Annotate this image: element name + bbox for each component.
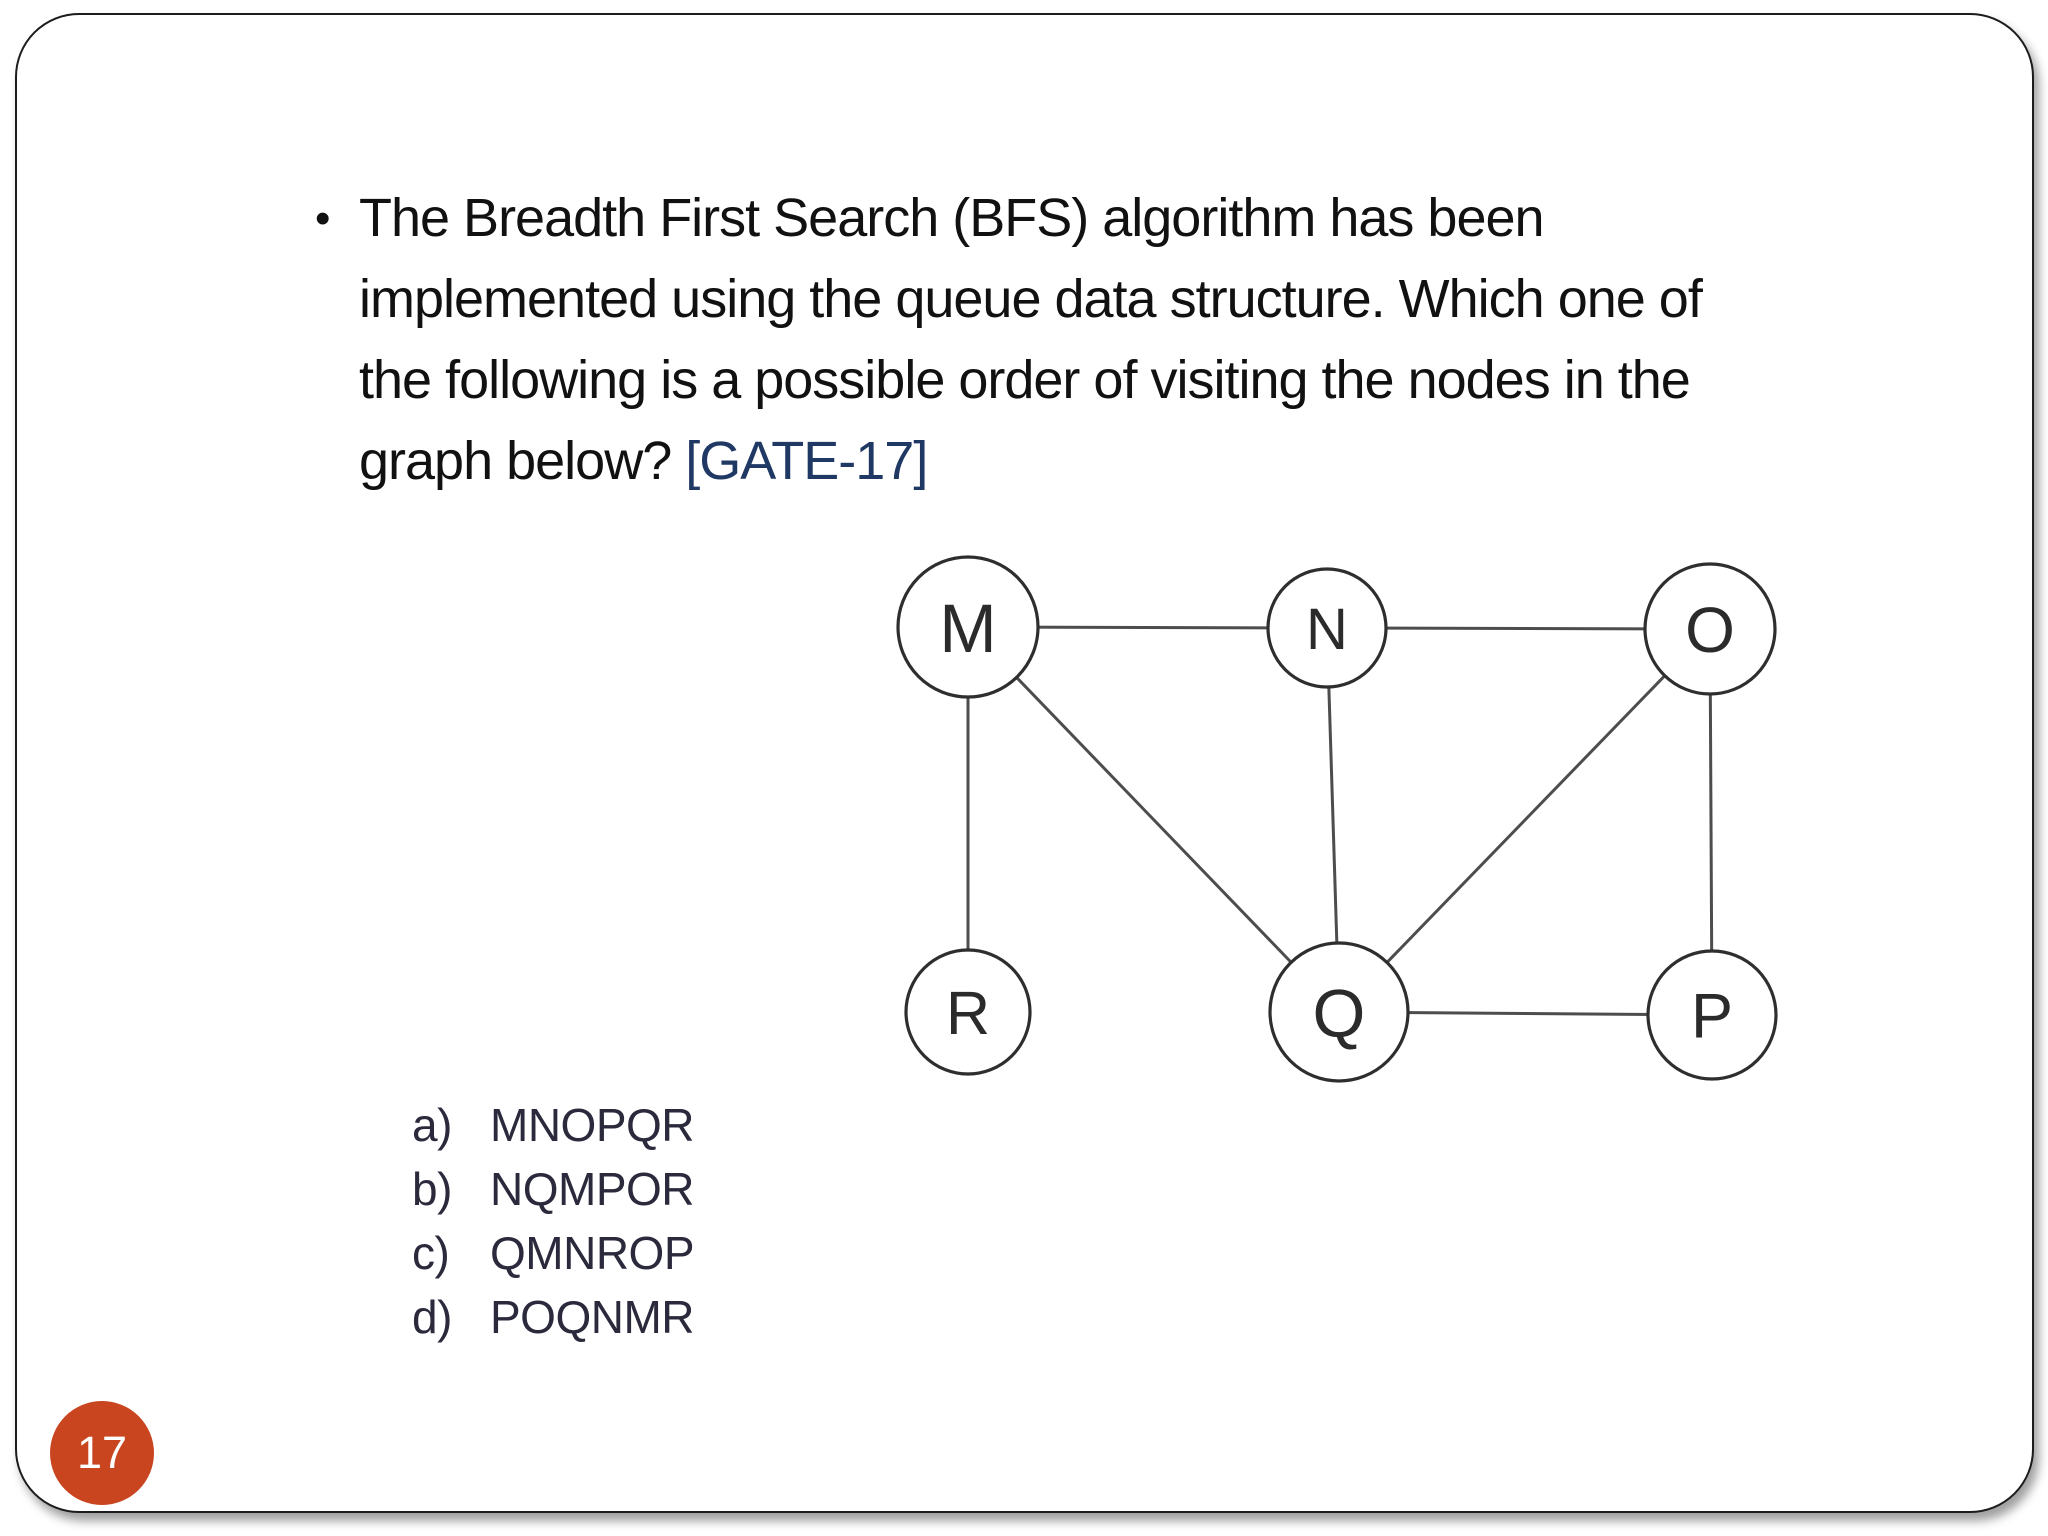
option-row-a: a) MNOPQR — [412, 1093, 695, 1157]
graph-node-M — [896, 555, 1040, 699]
option-value-d: POQNMR — [490, 1291, 695, 1343]
option-row-d: d) POQNMR — [412, 1285, 695, 1349]
graph-edge-M-Q — [966, 625, 1341, 1014]
graph-node-N — [1266, 567, 1388, 689]
question-line-3: the following is a possible order of vis… — [359, 350, 1691, 410]
graph-node-P — [1646, 949, 1778, 1081]
graph-node-label-Q: Q — [1313, 975, 1366, 1051]
option-value-c: QMNROP — [490, 1227, 695, 1279]
page-number-badge: 17 — [50, 1401, 154, 1505]
bfs-graph-diagram: M N O R Q P — [896, 555, 1778, 1083]
question-line-2: implemented using the queue data structu… — [359, 269, 1703, 329]
question-block: • The Breadth First Search (BFS) algorit… — [315, 178, 1703, 502]
options-list: a) MNOPQR b) NQMPOR c) QMNROP d) POQNMR — [412, 1093, 695, 1349]
graph-node-R — [904, 948, 1032, 1076]
option-label-b: b) — [412, 1163, 452, 1215]
graph-node-label-O: O — [1685, 594, 1735, 666]
slide: • The Breadth First Search (BFS) algorit… — [15, 13, 2034, 1513]
question-citation: [GATE-17] — [685, 431, 928, 491]
graph-node-O — [1643, 562, 1777, 696]
question-line-4-text: graph below? — [359, 431, 686, 491]
graph-node-label-M: M — [939, 590, 996, 667]
option-label-d: d) — [412, 1291, 452, 1343]
graph-node-label-R: R — [946, 979, 990, 1047]
graph-node-label-P: P — [1691, 982, 1733, 1052]
graph-node-Q — [1268, 941, 1410, 1083]
option-row-b: b) NQMPOR — [412, 1157, 695, 1221]
graph-edge-O-Q — [1337, 627, 1712, 1014]
bullet-icon: • — [315, 194, 331, 243]
option-label-a: a) — [412, 1099, 452, 1151]
question-text: The Breadth First Search (BFS) algorithm… — [359, 178, 1703, 502]
graph-node-label-N: N — [1306, 597, 1348, 662]
question-line-4: graph below? [GATE-17] — [359, 421, 1702, 502]
option-value-b: NQMPOR — [490, 1163, 695, 1215]
option-label-c: c) — [412, 1227, 450, 1279]
option-row-c: c) QMNROP — [412, 1221, 695, 1285]
question-line-1: The Breadth First Search (BFS) algorithm… — [359, 188, 1545, 248]
option-value-a: MNOPQR — [490, 1099, 695, 1151]
page-number: 17 — [76, 1427, 128, 1478]
